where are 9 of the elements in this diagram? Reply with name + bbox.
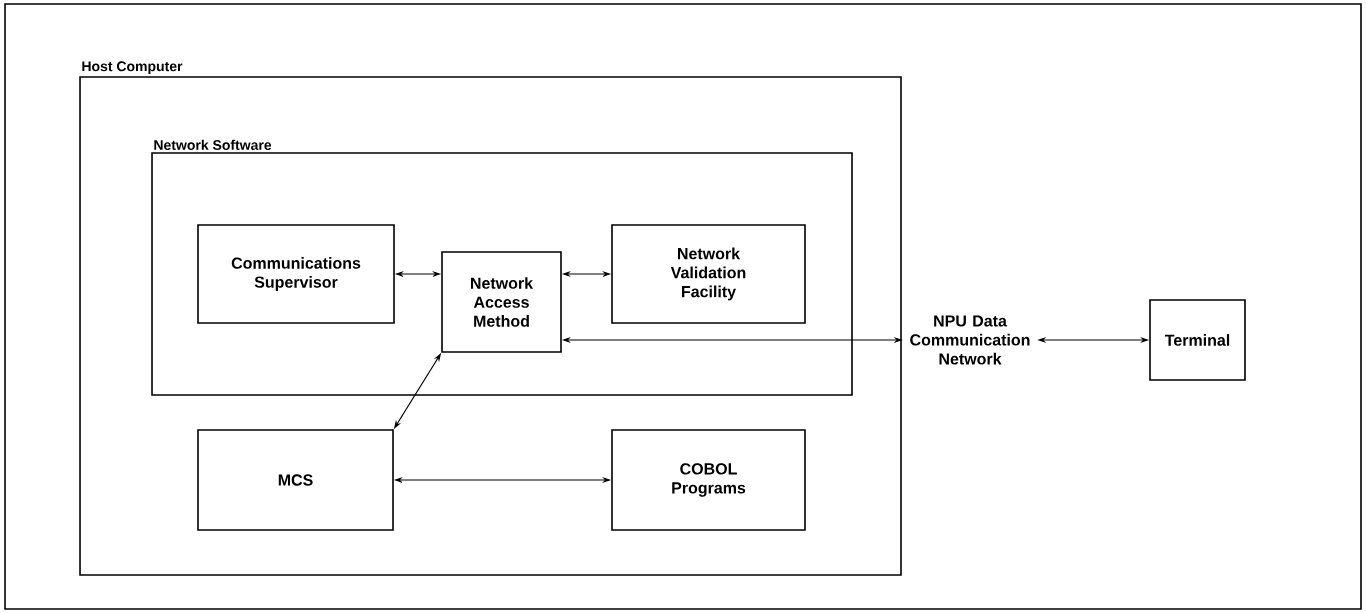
process-box: MCS <box>197 429 394 531</box>
process-box: Network Access Method <box>441 251 562 353</box>
node-label: Host Computer <box>82 61 183 74</box>
process-box: Network Validation Facility <box>611 224 806 324</box>
process-box: COBOL Programs <box>611 429 806 531</box>
node-label: Network Software <box>154 139 272 150</box>
network-label: NPU Data Communication Network <box>910 315 1030 365</box>
process-box: Communications Supervisor <box>197 224 395 324</box>
process-box: Terminal <box>1149 299 1246 381</box>
